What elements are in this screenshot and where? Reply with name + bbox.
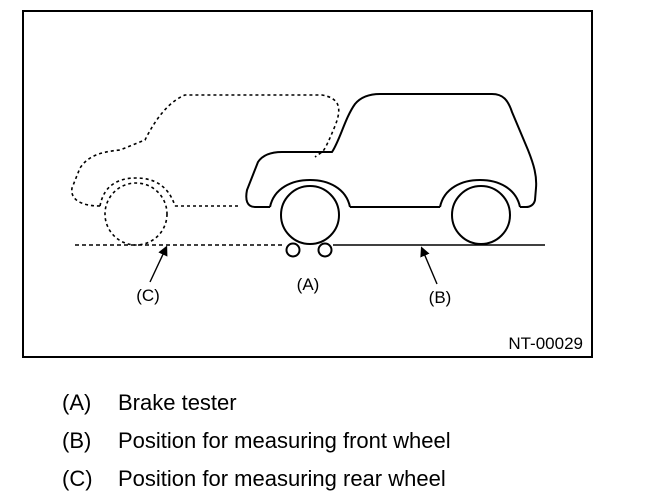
legend-item: (A) Brake tester [62, 384, 622, 422]
front-wheel [280, 185, 340, 245]
legend-text: Brake tester [118, 390, 237, 415]
legend-text: Position for measuring rear wheel [118, 466, 446, 491]
legend-item: (C) Position for measuring rear wheel [62, 460, 622, 498]
callout-b: (B) [429, 288, 452, 307]
rear-wheel [451, 185, 511, 245]
brake-tester-roller [317, 242, 333, 258]
diagram-frame [22, 10, 593, 358]
vehicle-outline [245, 93, 538, 208]
leader-arrow-c [149, 245, 168, 283]
rear-wheel-dashed [104, 182, 168, 246]
legend-key: (C) [62, 466, 93, 491]
leader-arrow-b [420, 246, 438, 285]
legend-key: (A) [62, 390, 92, 415]
callout-a: (A) [297, 275, 320, 294]
legend-text: Position for measuring front wheel [118, 428, 451, 453]
brake-test-diagram: (C) (A) (B) NT-00029 [22, 10, 593, 358]
figure-code: NT-00029 [508, 334, 583, 353]
brake-tester-roller [285, 242, 301, 258]
legend-key: (B) [62, 428, 92, 453]
vehicle-outline-rear-position [71, 94, 340, 207]
callout-c: (C) [136, 286, 160, 305]
legend-item: (B) Position for measuring front wheel [62, 422, 622, 460]
legend: (A) Brake tester (B) Position for measur… [62, 384, 622, 498]
